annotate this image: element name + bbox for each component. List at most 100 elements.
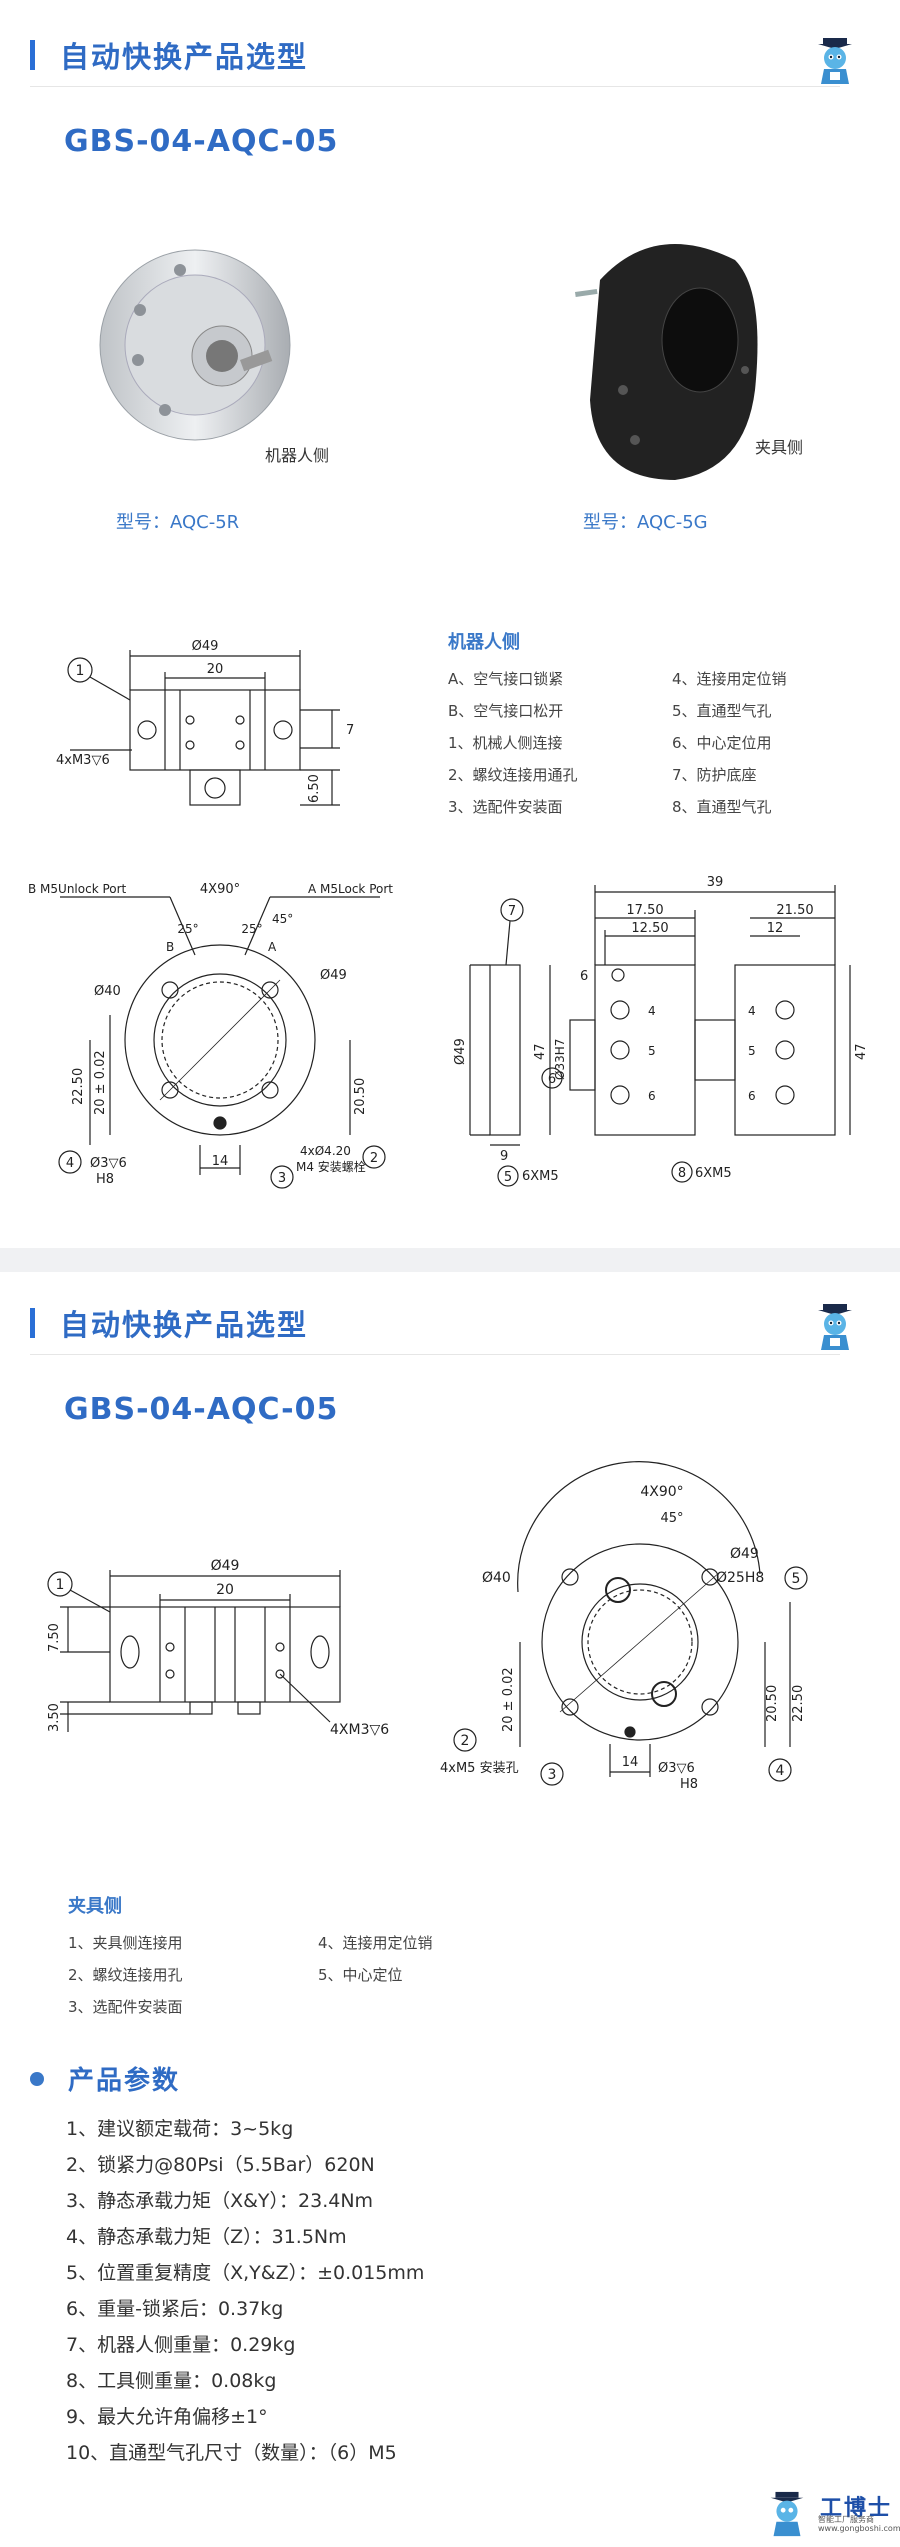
legend-item: 3、选配件安装面 <box>68 1998 183 2016</box>
port-5a: 5 <box>648 1044 656 1058</box>
robot-top-view-drawing: 4X90° B M5Unlock Port A M5Lock Port 25° … <box>28 882 393 1189</box>
dim-w20: 20 <box>207 662 224 677</box>
dim-2150: 21.50 <box>776 903 813 918</box>
param-item: 8、工具侧重量：0.08kg <box>66 2370 277 2392</box>
dim-d49: Ø49 <box>730 1546 759 1562</box>
robot-model-caption: 型号：AQC-5R <box>116 512 240 533</box>
callout-3: 3 <box>278 1171 286 1186</box>
legend-item: 3、选配件安装面 <box>448 798 563 816</box>
callout-1: 1 <box>56 1577 65 1593</box>
params-bullet-icon <box>30 2072 44 2086</box>
dim-45: 45° <box>660 1511 683 1526</box>
port-4b: 4 <box>748 1004 756 1018</box>
dim-47a: 47 <box>533 1043 548 1060</box>
param-item: 3、静态承载力矩（X&Y）：23.4Nm <box>66 2190 374 2212</box>
port-b-label: B M5Unlock Port <box>28 882 127 896</box>
m5-spec-b: 6XM5 <box>522 1169 559 1184</box>
dim-2250: 22.50 <box>71 1068 86 1105</box>
tool-legend-title: 夹具侧 <box>68 1896 122 1917</box>
dim-2250: 22.50 <box>791 1685 806 1722</box>
dim-14: 14 <box>212 1154 229 1169</box>
robot-side-view-drawing: 39 17.50 12.50 21.50 12 6 47 47 Ø49 Ø33H… <box>453 875 869 1187</box>
dim-750: 7.50 <box>47 1623 62 1652</box>
header-divider <box>30 1354 840 1355</box>
header-accent-bar <box>30 40 35 70</box>
dim-2050: 20.50 <box>353 1078 368 1115</box>
param-item: 1、建议额定载荷：3~5kg <box>66 2118 294 2140</box>
label-b: B <box>166 940 174 954</box>
callout-3: 3 <box>548 1767 557 1783</box>
param-item: 6、重量-锁紧后：0.37kg <box>66 2298 284 2320</box>
tool-model-caption: 型号：AQC-5G <box>583 512 708 533</box>
robot-legend-title: 机器人侧 <box>448 632 520 653</box>
footer-url: www.gongboshi.com <box>818 2524 900 2533</box>
dim-9: 9 <box>500 1149 508 1164</box>
callout-8: 8 <box>678 1166 686 1181</box>
dim-2050: 20.50 <box>765 1685 780 1722</box>
legend-item: 6、中心定位用 <box>672 734 772 752</box>
dim-d49: Ø49 <box>453 1038 468 1065</box>
label-a: A <box>268 940 277 954</box>
m4-bolt: M4 安装螺栓 <box>296 1159 366 1174</box>
dim-6: 6 <box>580 969 588 984</box>
legend-item: 1、夹具侧连接用 <box>68 1934 183 1952</box>
legend-item: 2、螺纹连接用孔 <box>68 1966 183 1984</box>
legend-item: 4、连接用定位销 <box>318 1934 433 1952</box>
robot-front-view-drawing: Ø49 20 7 6.50 4xM3▽6 1 <box>56 639 354 806</box>
header-title: 自动快换产品选型 <box>60 1308 309 1342</box>
dim-d49: Ø49 <box>192 639 219 654</box>
dim-4x90: 4X90° <box>640 1484 683 1500</box>
port-5b: 5 <box>748 1044 756 1058</box>
param-item: 9、最大允许角偏移±1° <box>66 2406 268 2428</box>
footer-logo: 工博士 智能工厂服务商 www.gongboshi.com <box>762 2490 900 2537</box>
pin-spec: Ø3▽6 <box>658 1761 695 1776</box>
mascot-logo-icon <box>818 1304 852 1350</box>
callout-1: 1 <box>76 663 85 679</box>
dim-45: 45° <box>272 912 293 926</box>
model-title: GBS-04-AQC-05 <box>64 124 339 159</box>
tool-top-view-drawing: 4X90° 45° Ø40 Ø49 Ø25H8 20 ± 0.02 20.50 … <box>440 1461 808 1792</box>
dim-12: 12 <box>767 921 784 936</box>
legend-item: 4、连接用定位销 <box>672 670 787 688</box>
header-title: 自动快换产品选型 <box>60 40 309 74</box>
dim-1250: 12.50 <box>631 921 668 936</box>
dim-d25: Ø25H8 <box>716 1570 764 1586</box>
legend-item: 1、机械人侧连接 <box>448 734 563 752</box>
dim-650: 6.50 <box>307 774 322 803</box>
param-item: 2、锁紧力@80Psi（5.5Bar）620N <box>66 2154 375 2176</box>
dim-d49: Ø49 <box>211 1558 240 1574</box>
tool-side-caption: 夹具侧 <box>755 438 804 457</box>
dim-w20: 20 <box>216 1582 234 1598</box>
callout-2: 2 <box>370 1151 378 1166</box>
hole-spec: 4xM3▽6 <box>56 753 110 768</box>
param-item: 7、机器人侧重量：0.29kg <box>66 2334 296 2356</box>
legend-item: 2、螺纹连接用通孔 <box>448 766 578 784</box>
callout-2: 2 <box>461 1733 470 1749</box>
port-6b: 6 <box>748 1089 756 1103</box>
m5-spec-a: 6XM5 <box>695 1166 732 1181</box>
tool-side-product-photo <box>575 244 758 480</box>
dim-d33: Ø33H7 <box>553 1039 567 1080</box>
header-divider <box>30 86 840 87</box>
mascot-logo-icon <box>818 38 852 84</box>
robot-side-product-photo <box>99 249 291 441</box>
port-a-label: A M5Lock Port <box>308 882 393 896</box>
dim-350: 3.50 <box>47 1703 62 1732</box>
port-4a: 4 <box>648 1004 656 1018</box>
dim-20: 20 ± 0.02 <box>93 1050 108 1115</box>
footer-sub: 智能工厂服务商 <box>818 2515 874 2524</box>
section-divider <box>0 1248 900 1272</box>
callout-4: 4 <box>66 1156 74 1171</box>
robot-side-caption: 机器人侧 <box>265 446 330 465</box>
legend-item: A、空气接口锁紧 <box>448 670 564 688</box>
pin-fit: H8 <box>680 1777 698 1792</box>
dim-47b: 47 <box>854 1043 869 1060</box>
param-item: 5、位置重复精度（X,Y&Z）：±0.015mm <box>66 2262 425 2284</box>
dim-25b: 25° <box>241 922 262 936</box>
dim-d49: Ø49 <box>320 968 347 983</box>
legend-item: B、空气接口松开 <box>448 702 564 720</box>
dim-d40: Ø40 <box>94 984 121 999</box>
legend-item: 8、直通型气孔 <box>672 798 772 816</box>
pin-fit: H8 <box>96 1172 114 1187</box>
dim-14: 14 <box>622 1755 639 1770</box>
